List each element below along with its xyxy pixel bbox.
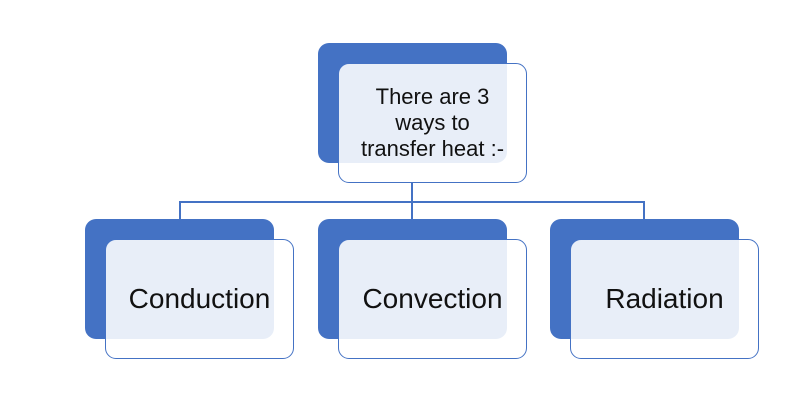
connector-rail-to-conduction: [179, 201, 181, 221]
connector-horizontal-rail: [179, 201, 645, 203]
connector-rail-to-radiation: [643, 201, 645, 221]
node-conduction-back-shape: [85, 219, 274, 339]
node-conduction-label: Conduction: [128, 283, 271, 314]
node-convection-box: Convection: [338, 239, 527, 359]
node-radiation-box: Radiation: [570, 239, 759, 359]
node-convection-label: Convection: [362, 283, 503, 314]
root-node-label-line1: There are 3: [375, 84, 490, 109]
root-node-box: There are 3 ways to transfer heat :-: [338, 63, 527, 183]
node-radiation-back-shape: [550, 219, 739, 339]
root-node-back-shape: [318, 43, 507, 163]
root-node-label-line2: ways to: [395, 110, 470, 135]
node-radiation-label: Radiation: [605, 283, 724, 314]
node-convection-back-shape: [318, 219, 507, 339]
root-node-label-line3: transfer heat :-: [360, 136, 505, 161]
node-conduction-box: Conduction: [105, 239, 294, 359]
